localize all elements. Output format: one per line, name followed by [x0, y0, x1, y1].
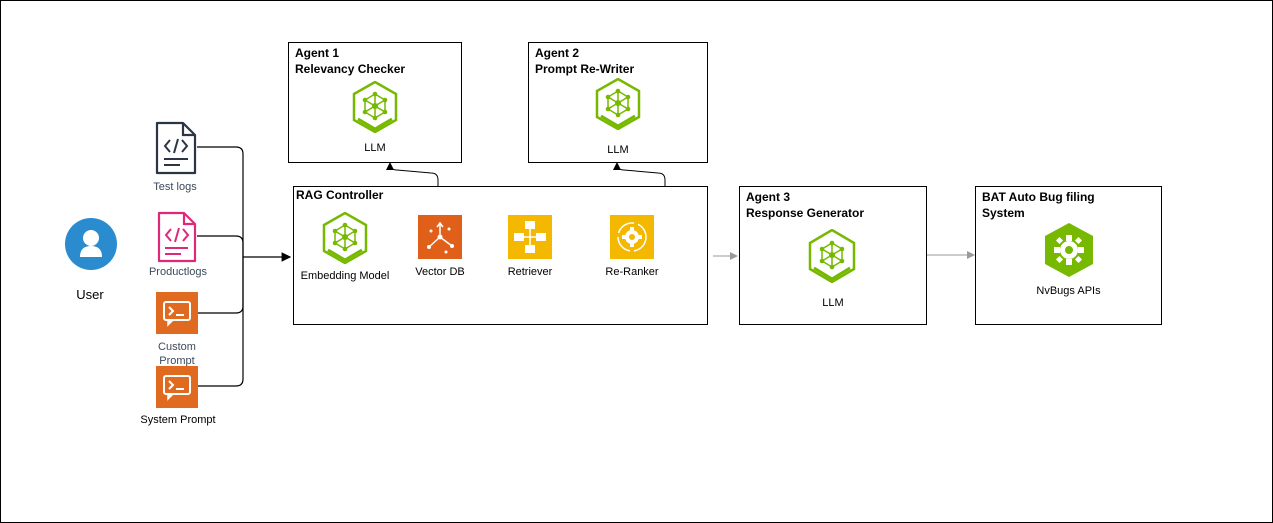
- test-logs-icon: [155, 121, 197, 175]
- vector-db-label: Vector DB: [415, 266, 465, 278]
- product-logs-label: Productlogs: [148, 266, 208, 278]
- retriever-icon: [508, 215, 552, 259]
- llm-icon: [595, 78, 641, 130]
- agent3-title-line2: Response Generator: [746, 206, 865, 220]
- agent3-model-label: LLM: [822, 297, 844, 309]
- agent3-title-line1: Agent 3: [746, 190, 791, 204]
- api-gear-icon: [1045, 223, 1093, 277]
- agent2-title-line2: Prompt Re-Writer: [535, 62, 635, 76]
- reranker-label: Re-Ranker: [605, 266, 659, 278]
- llm-icon: [808, 229, 856, 283]
- product-logs-icon: [157, 211, 197, 263]
- retriever-label: Retriever: [507, 266, 553, 278]
- agent1-title-line2: Relevancy Checker: [295, 62, 406, 76]
- agent2-model-label: LLM: [607, 144, 629, 156]
- llm-icon: [352, 81, 398, 133]
- embedding-model-icon: [322, 212, 368, 264]
- agent1-box: Agent 1 Relevancy Checker LLM: [288, 42, 462, 163]
- agent2-title-line1: Agent 2: [535, 46, 580, 60]
- agent1-title-line1: Agent 1: [295, 46, 340, 60]
- system-prompt-icon: [156, 366, 198, 408]
- bat-title-line2: System: [982, 206, 1025, 220]
- user-icon: [65, 218, 117, 270]
- reranker-gear-icon: [610, 215, 654, 259]
- bat-title-line1: BAT Auto Bug filing: [982, 190, 1095, 204]
- system-prompt-label: System Prompt: [140, 414, 216, 426]
- arrow-to-agent1: [386, 162, 439, 186]
- input-bus: [197, 146, 292, 387]
- rag-controller-box: RAG Controller Embedding Model Vector DB…: [293, 186, 708, 325]
- agent1-model-label: LLM: [364, 142, 386, 154]
- nvbugs-api-label: NvBugs APIs: [1036, 285, 1101, 297]
- custom-prompt-label-line1: Custom: [158, 341, 196, 353]
- embedding-model-label: Embedding Model: [300, 270, 390, 282]
- custom-prompt-label-line2: Prompt: [159, 355, 195, 367]
- agent3-box: Agent 3 Response Generator LLM: [739, 186, 927, 325]
- custom-prompt-icon: [156, 292, 198, 334]
- arrow-to-agent2: [613, 162, 666, 186]
- vector-db-icon: [418, 215, 462, 259]
- test-logs-label: Test logs: [153, 181, 197, 193]
- agent2-box: Agent 2 Prompt Re-Writer LLM: [528, 42, 708, 163]
- rag-title: RAG Controller: [296, 188, 384, 202]
- bat-system-box: BAT Auto Bug filing System NvBugs APIs: [975, 186, 1162, 325]
- user-label: User: [76, 287, 104, 302]
